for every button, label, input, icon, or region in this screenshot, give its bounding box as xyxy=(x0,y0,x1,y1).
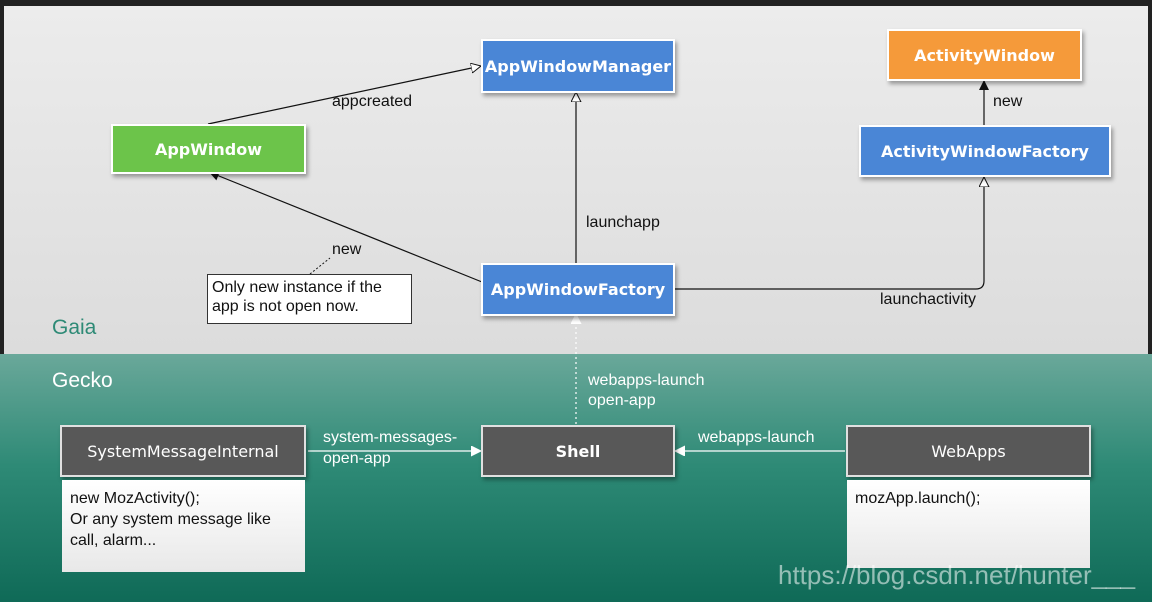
label-system-messages-line1: system-messages- xyxy=(323,429,458,446)
edge-launchactivity xyxy=(673,177,984,290)
gecko-section-label: Gecko xyxy=(52,369,113,392)
label-launchapp: launchapp xyxy=(586,214,660,231)
watermark: https://blog.csdn.net/hunter___ xyxy=(778,560,1136,590)
label-new-activity: new xyxy=(993,93,1023,110)
node-activity-window: ActivityWindow xyxy=(887,29,1082,81)
label-appcreated: appcreated xyxy=(332,93,413,110)
node-app-window-manager: AppWindowManager xyxy=(481,39,675,93)
note-new-instance: Only new instance if the app is not open… xyxy=(207,274,412,324)
node-app-window-factory: AppWindowFactory xyxy=(481,263,675,316)
node-web-apps: WebApps xyxy=(846,425,1091,477)
gaia-section-label: Gaia xyxy=(52,316,97,339)
doc-system-message: new MozActivity(); Or any system message… xyxy=(62,480,305,572)
edge-appcreated xyxy=(207,66,481,125)
node-activity-window-factory: ActivityWindowFactory xyxy=(859,125,1111,177)
edge-new-appwindow xyxy=(208,171,483,283)
label-launchactivity: launchactivity xyxy=(880,291,977,308)
node-shell: Shell xyxy=(481,425,675,477)
doc-webapps: mozApp.launch(); xyxy=(847,480,1090,568)
label-webapps-launch-line1: webapps-launch xyxy=(588,372,705,389)
label-webapps-launch: webapps-launch xyxy=(698,429,815,446)
label-new-appwindow: new xyxy=(332,241,362,258)
note-pointer xyxy=(309,257,331,275)
node-app-window: AppWindow xyxy=(111,124,306,174)
node-system-message-internal: SystemMessageInternal xyxy=(60,425,306,477)
label-system-messages-line2: open-app xyxy=(323,450,391,467)
label-open-app-line2: open-app xyxy=(588,392,656,409)
